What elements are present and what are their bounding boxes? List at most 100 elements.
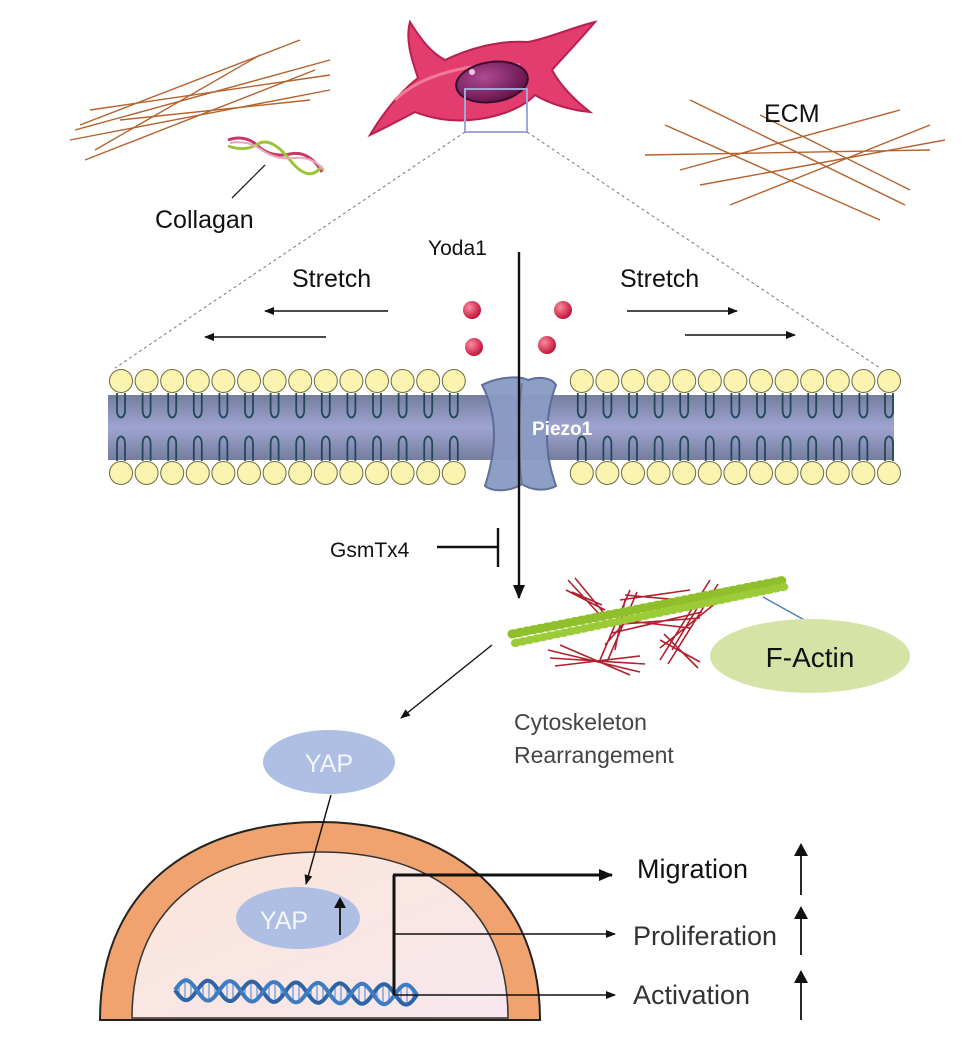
lipid-tails — [116, 393, 894, 461]
lipid-head — [697, 369, 722, 393]
lipid-tail — [858, 393, 869, 461]
yoda1-molecule — [554, 301, 572, 319]
stretch-left-label: Stretch — [292, 265, 371, 293]
lipid-tail — [269, 393, 280, 461]
activation-up-arrow-icon — [794, 970, 808, 1020]
lipid-head — [237, 369, 261, 393]
lipid-tail — [320, 393, 331, 461]
lipid-head — [621, 461, 645, 485]
yap-nucleus-oval — [236, 887, 360, 949]
lipid-heads-top — [109, 369, 901, 393]
collagen-label: Collagan — [155, 206, 254, 234]
dna-double-helix — [173, 978, 419, 1007]
lipid-tail — [628, 393, 638, 461]
lipid-head — [109, 369, 133, 393]
lipid-head — [185, 369, 210, 393]
yoda1-molecule — [538, 336, 556, 354]
lipid-head — [160, 369, 185, 393]
lipid-tail — [884, 393, 894, 461]
yap-nucleus-label: YAP — [260, 907, 308, 935]
lipid-head — [749, 461, 773, 485]
cytoskeleton-to-yap-arrow — [400, 644, 493, 719]
cytoskeleton-filaments — [547, 577, 723, 676]
lipid-head — [339, 461, 364, 485]
lipid-head — [390, 369, 415, 393]
collagen-fibers — [69, 39, 331, 161]
f-actin-oval — [710, 619, 910, 693]
lipid-head — [723, 369, 748, 393]
lipid-head — [288, 369, 313, 393]
lipid-head — [825, 369, 850, 393]
gsmtx4-label: GsmTx4 — [330, 539, 410, 562]
yoda1-molecule — [463, 301, 481, 319]
lipid-head — [313, 369, 338, 393]
lipid-tail — [423, 393, 434, 461]
lipid-head — [313, 461, 338, 485]
cytoskeleton-label-line2: Rearrangement — [514, 742, 674, 768]
lipid-head — [288, 461, 313, 485]
ecm-fibers — [644, 99, 946, 221]
ecm-label: ECM — [764, 100, 820, 128]
migration-up-arrow-icon — [794, 843, 808, 895]
lipid-head — [877, 461, 901, 485]
lipid-head — [697, 461, 722, 485]
lipid-head — [569, 369, 594, 393]
yap-cytoplasm-oval — [263, 730, 395, 794]
lipid-head — [365, 461, 389, 485]
lipid-head — [851, 461, 876, 485]
lipid-head — [416, 461, 441, 485]
lipid-tail — [244, 393, 254, 461]
lipid-head — [134, 461, 159, 485]
yoda1-molecules — [463, 301, 572, 356]
lipid-head — [800, 369, 825, 393]
lipid-tail — [679, 393, 690, 461]
lipid-tail — [602, 393, 613, 461]
lipid-head — [672, 369, 697, 393]
lipid-head — [441, 461, 466, 485]
lipid-tail — [730, 393, 741, 461]
lipid-tail — [192, 393, 203, 461]
lipid-head — [774, 369, 799, 393]
lipid-head — [646, 369, 671, 393]
lipid-head — [160, 461, 185, 485]
lipid-heads-bottom — [109, 461, 901, 485]
lipid-tail — [116, 393, 126, 461]
lipid-tail — [704, 393, 715, 461]
stretch-right-label: Stretch — [620, 265, 699, 293]
zoom-lines — [114, 131, 881, 369]
lipid-tail — [167, 393, 178, 461]
f-actin-label: F-Actin — [766, 642, 855, 673]
lipid-tail — [807, 393, 818, 461]
lipid-head — [262, 369, 287, 393]
lipid-head — [211, 461, 236, 485]
lipid-head — [569, 461, 594, 485]
lipid-tail — [141, 393, 152, 461]
lipid-head — [749, 369, 773, 393]
yoda1-molecule — [465, 338, 483, 356]
lipid-head — [416, 369, 441, 393]
yap-up-arrow-icon — [334, 897, 346, 935]
lipid-head — [851, 369, 876, 393]
lipid-tail — [372, 393, 382, 461]
cytoskeleton-label-line1: Cytoskeleton — [514, 709, 647, 735]
lipid-tail — [653, 393, 664, 461]
yoda1-label: Yoda1 — [428, 237, 487, 260]
nucleus-highlight — [469, 69, 475, 75]
lipid-head — [237, 461, 261, 485]
proliferation-up-arrow-icon — [794, 906, 808, 955]
collagen-helix — [227, 136, 325, 176]
lipid-tail — [832, 393, 843, 461]
migration-label: Migration — [637, 854, 748, 884]
lipid-head — [672, 461, 697, 485]
yap-nuclear-import-arrow — [304, 794, 332, 885]
lipid-tail — [346, 393, 357, 461]
lipid-head — [262, 461, 287, 485]
lipid-head — [441, 369, 466, 393]
lipid-head — [800, 461, 825, 485]
lipid-head — [339, 369, 364, 393]
proliferation-label: Proliferation — [633, 921, 777, 951]
f-actin-pointer-line — [762, 596, 809, 623]
lipid-head — [595, 369, 620, 393]
lipid-head — [877, 369, 901, 393]
